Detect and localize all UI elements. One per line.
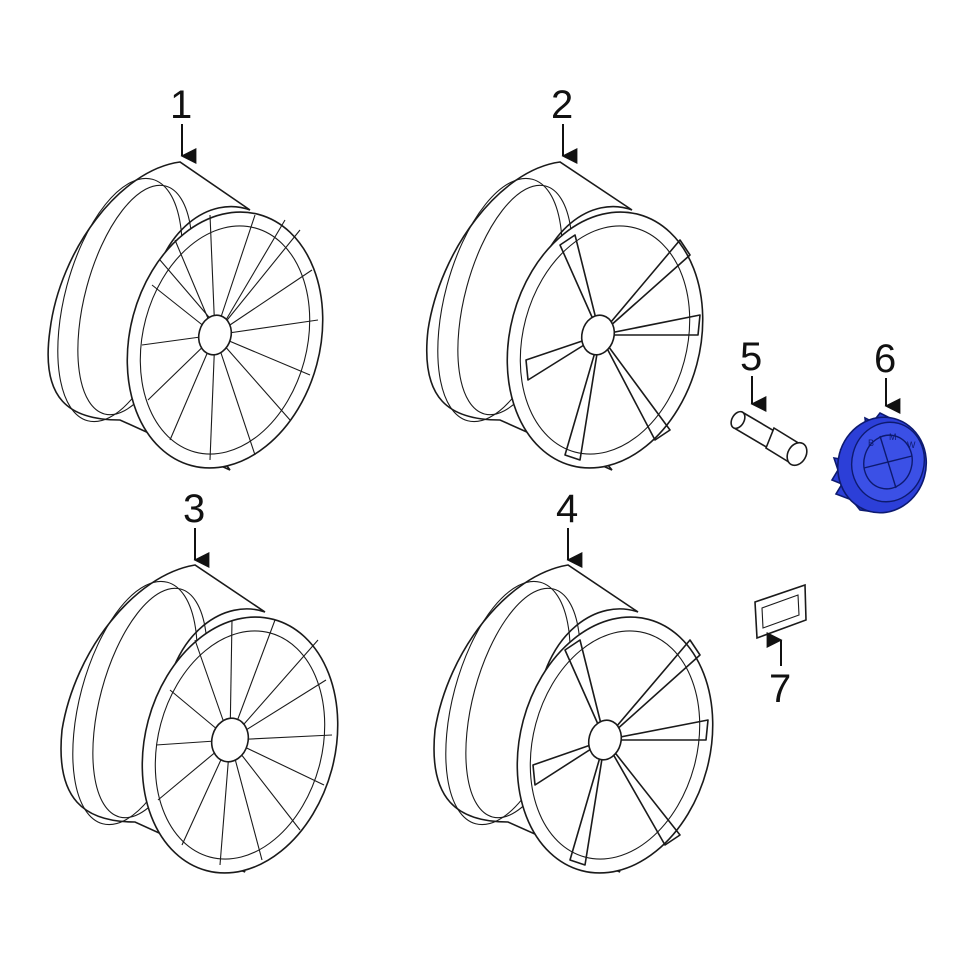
emblem-letter-b: B [868, 438, 874, 448]
wheel-2[interactable] [415, 161, 731, 490]
callout-2: 2 [551, 83, 573, 127]
callout-numbers: 1 2 3 4 5 6 7 [170, 83, 896, 711]
wheel-3[interactable] [50, 564, 366, 895]
callout-arrows [180, 124, 901, 666]
callout-7: 7 [769, 667, 791, 711]
wheel-bolt-5[interactable] [728, 409, 810, 469]
callout-5: 5 [740, 335, 762, 379]
callout-1: 1 [170, 83, 192, 127]
wheel-4[interactable] [423, 564, 741, 895]
callout-4: 4 [556, 487, 578, 531]
emblem-letter-m: M [889, 432, 897, 442]
center-cap-6[interactable]: B M W [827, 407, 937, 523]
emblem-letter-w: W [907, 440, 916, 450]
callout-3: 3 [183, 487, 205, 531]
label-7[interactable] [754, 583, 807, 640]
wheel-1[interactable] [35, 161, 351, 490]
callout-6: 6 [874, 337, 896, 381]
